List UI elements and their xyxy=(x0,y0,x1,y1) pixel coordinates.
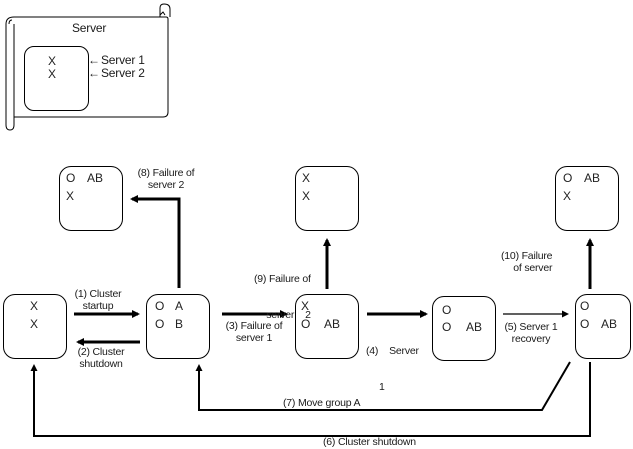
state-server1-failed: X O AB xyxy=(295,294,359,359)
server1-state: O xyxy=(563,171,573,185)
legend-arrow-2: ← xyxy=(88,66,100,80)
legend-title: Server xyxy=(72,21,107,35)
server1-state: X xyxy=(301,299,310,313)
legend-state-2: X xyxy=(48,67,57,81)
legend-label-server1: Server 1 xyxy=(101,53,145,67)
label-cluster-startup: (1) Cluster startup xyxy=(68,288,128,312)
server2-state: X xyxy=(563,189,572,203)
label-cluster-shutdown: (2) Cluster shutdown xyxy=(68,346,134,370)
server1-state: O xyxy=(442,303,452,317)
legend-scroll xyxy=(5,3,171,131)
label-failure-server2-mid: (9) Failure of server 2 xyxy=(254,249,311,333)
label-line: startup xyxy=(82,300,114,312)
arrow-move-group-a xyxy=(195,361,571,411)
server1-state: O xyxy=(155,299,165,313)
label-line: server 2 xyxy=(147,179,185,191)
label-line: (10) Failure xyxy=(501,250,553,262)
label-line: server 2 xyxy=(266,309,311,321)
legend-arrow-1: ← xyxy=(88,53,100,67)
label-failure-server1: (3) Failure of server 1 xyxy=(218,320,290,344)
label-line: server 1 xyxy=(235,332,273,344)
label-server1-recovery: (5) Server 1 recovery xyxy=(500,321,562,345)
server1-state: O xyxy=(66,171,76,185)
legend-state-1: X xyxy=(48,54,57,68)
server2-groups: AB xyxy=(466,320,483,334)
state-initial: X X xyxy=(3,294,67,359)
server2-state: X xyxy=(66,189,75,203)
state-recovered: O O AB xyxy=(575,294,631,359)
server2-state: X xyxy=(302,189,311,203)
label-line: of server xyxy=(513,262,553,274)
label-line: (2) Cluster xyxy=(77,346,125,358)
arrow-failure-server2-left xyxy=(130,195,181,288)
server1-state: X xyxy=(30,299,39,313)
label-line: (5) Server 1 xyxy=(504,321,558,333)
server2-state: O xyxy=(442,320,452,334)
state-top-left: O AB X xyxy=(59,166,123,231)
label-failure-server-right: (10) Failure of server xyxy=(501,250,552,274)
label-line: (9) Failure of xyxy=(254,273,311,285)
state-running: O A O B xyxy=(146,294,210,359)
server2-state: O xyxy=(580,317,590,331)
server2-state: O xyxy=(155,317,165,331)
server2-state: X xyxy=(30,317,39,331)
arrow-cluster-shutdown-long xyxy=(30,362,591,437)
server2-groups: AB xyxy=(601,317,618,331)
label-server1: (4) Server 1 xyxy=(366,321,419,405)
server1-groups: AB xyxy=(87,171,104,185)
label-line: (4) Server xyxy=(366,345,419,357)
legend-box xyxy=(24,46,89,111)
label-line: (1) Cluster xyxy=(74,288,122,300)
label-line: (8) Failure of xyxy=(137,167,195,179)
label-line: recovery xyxy=(511,333,551,345)
server1-state: X xyxy=(302,171,311,185)
state-top-mid: X X xyxy=(295,166,359,231)
label-line: (3) Failure of xyxy=(225,320,283,332)
state-top-right: O AB X xyxy=(555,166,619,231)
legend-label-server2: Server 2 xyxy=(101,66,145,80)
label-failure-server2-left: (8) Failure of server 2 xyxy=(130,167,202,191)
server1-state: O xyxy=(580,299,590,313)
label-line: 1 xyxy=(379,381,385,393)
server2-groups: AB xyxy=(324,317,341,331)
state-server1-up: O O AB xyxy=(432,296,496,361)
server2-groups: B xyxy=(175,317,184,331)
server1-groups: A xyxy=(175,299,184,313)
label-cluster-shutdown-long: (6) Cluster shutdown xyxy=(323,436,416,448)
server1-groups: AB xyxy=(584,171,601,185)
label-line: shutdown xyxy=(79,358,123,370)
label-move-group-a: (7) Move group A xyxy=(283,397,361,409)
server2-state: O xyxy=(301,317,311,331)
